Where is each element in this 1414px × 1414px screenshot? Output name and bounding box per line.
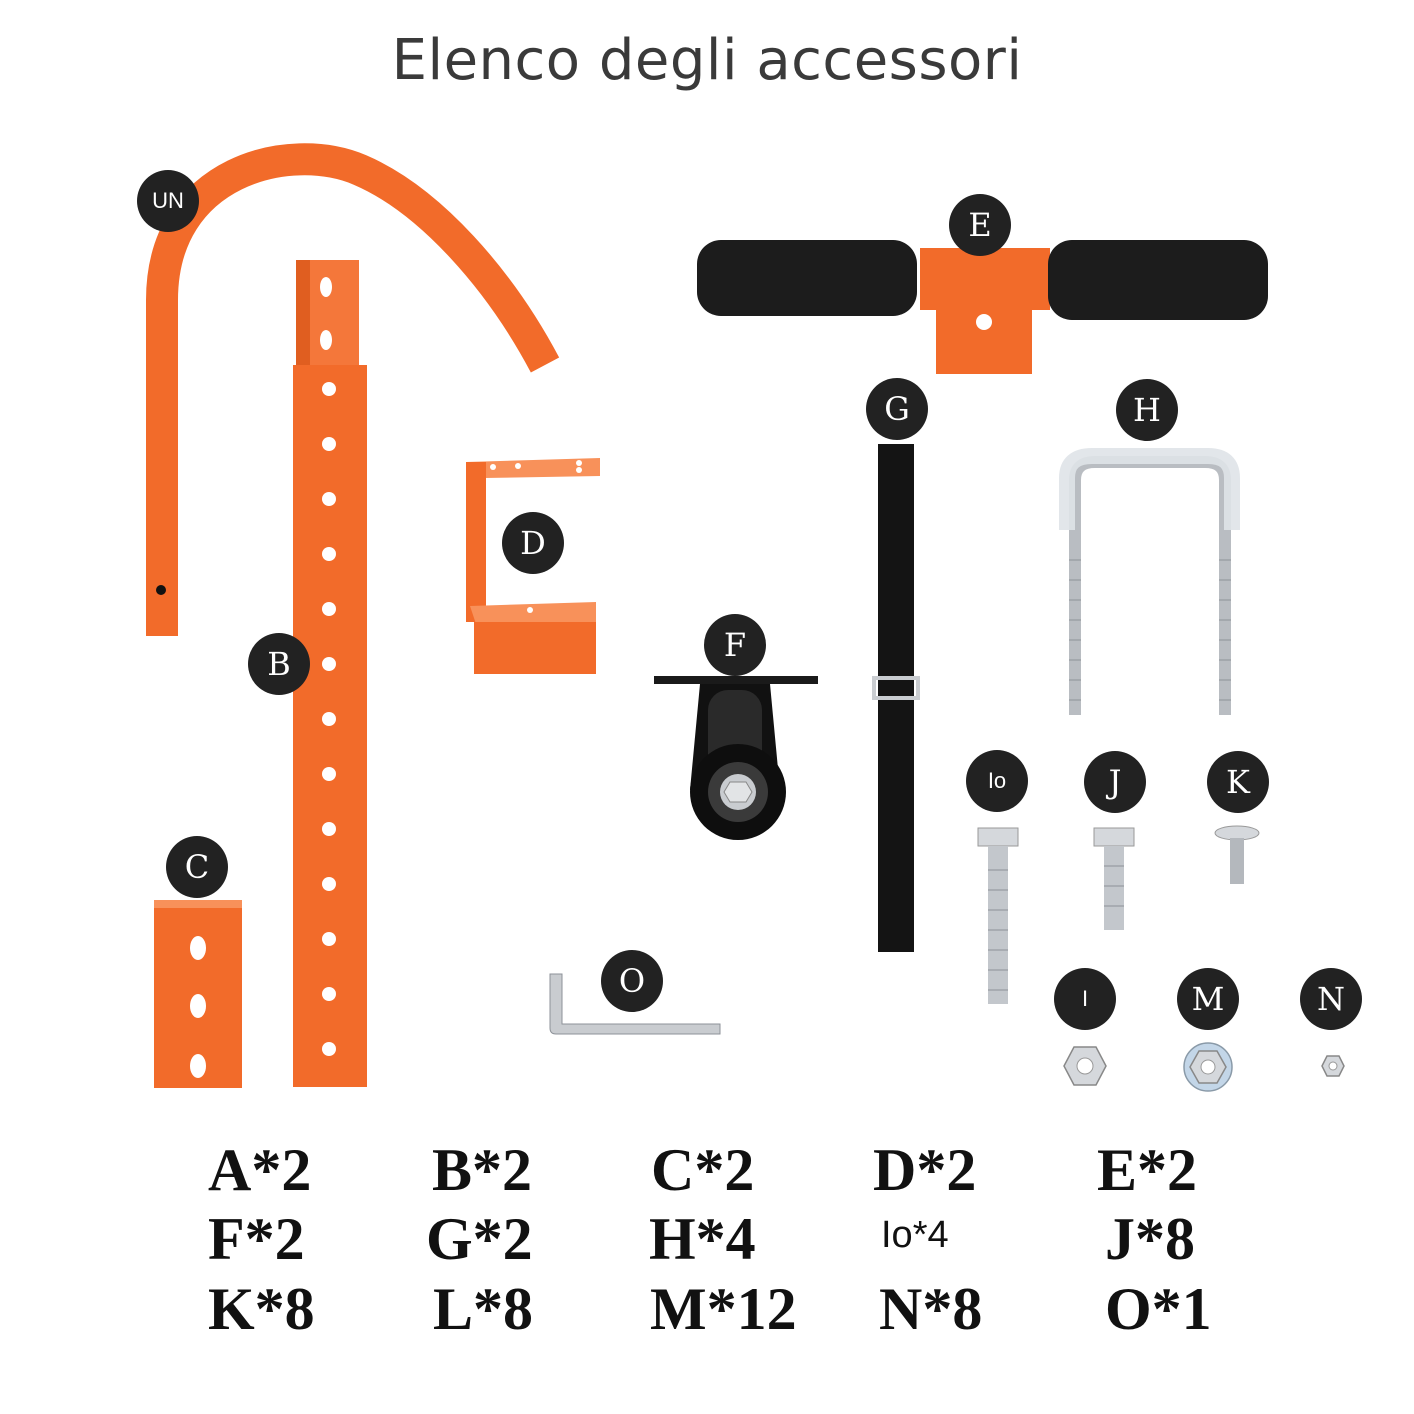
qty-l: L*8 <box>433 1276 534 1342</box>
part-l-nut <box>1063 1046 1107 1086</box>
label-badge-o: O <box>601 950 663 1012</box>
part-c-plate <box>154 900 242 1088</box>
qty-j: J*8 <box>1105 1206 1195 1272</box>
label-badge-l: I <box>1054 968 1116 1030</box>
qty-a: A*2 <box>208 1137 312 1203</box>
part-g-strap <box>872 444 920 952</box>
qty-d: D*2 <box>873 1137 977 1203</box>
part-io-long-bolt <box>977 827 1019 1004</box>
label-badge-m: M <box>1177 968 1239 1030</box>
part-k-screw <box>1214 825 1260 884</box>
label-badge-a: UN <box>137 170 199 232</box>
part-j-bolt <box>1093 827 1135 930</box>
label-badge-c: C <box>166 836 228 898</box>
part-e-roller <box>697 240 1268 374</box>
part-o-hex-key <box>549 973 721 1035</box>
label-badge-k: K <box>1207 751 1269 813</box>
part-m-nut <box>1183 1042 1233 1092</box>
label-badge-j: J <box>1084 751 1146 813</box>
qty-b: B*2 <box>432 1137 533 1203</box>
qty-k: K*8 <box>208 1276 315 1342</box>
label-badge-g: G <box>866 378 928 440</box>
label-badge-b: B <box>248 633 310 695</box>
label-badge-e: E <box>949 194 1011 256</box>
label-badge-h: H <box>1116 379 1178 441</box>
part-h-ubolt <box>1059 448 1240 715</box>
label-badge-io: Io <box>966 750 1028 812</box>
qty-f: F*2 <box>208 1206 305 1272</box>
qty-n: N*8 <box>879 1276 983 1342</box>
part-d-bracket <box>466 458 600 674</box>
qty-g: G*2 <box>426 1206 533 1272</box>
label-badge-n: N <box>1300 968 1362 1030</box>
qty-c: C*2 <box>651 1137 755 1203</box>
qty-o: O*1 <box>1105 1276 1212 1342</box>
part-n-nut <box>1321 1055 1345 1077</box>
qty-io: Io*4 <box>881 1214 949 1256</box>
qty-e: E*2 <box>1097 1137 1198 1203</box>
page-title: Elenco degli accessori <box>391 28 1023 93</box>
label-badge-f: F <box>704 614 766 676</box>
qty-h: H*4 <box>649 1206 756 1272</box>
label-badge-d: D <box>502 512 564 574</box>
part-b-tube <box>293 260 367 1087</box>
part-f-caster <box>654 676 818 840</box>
qty-m: M*12 <box>650 1276 797 1342</box>
